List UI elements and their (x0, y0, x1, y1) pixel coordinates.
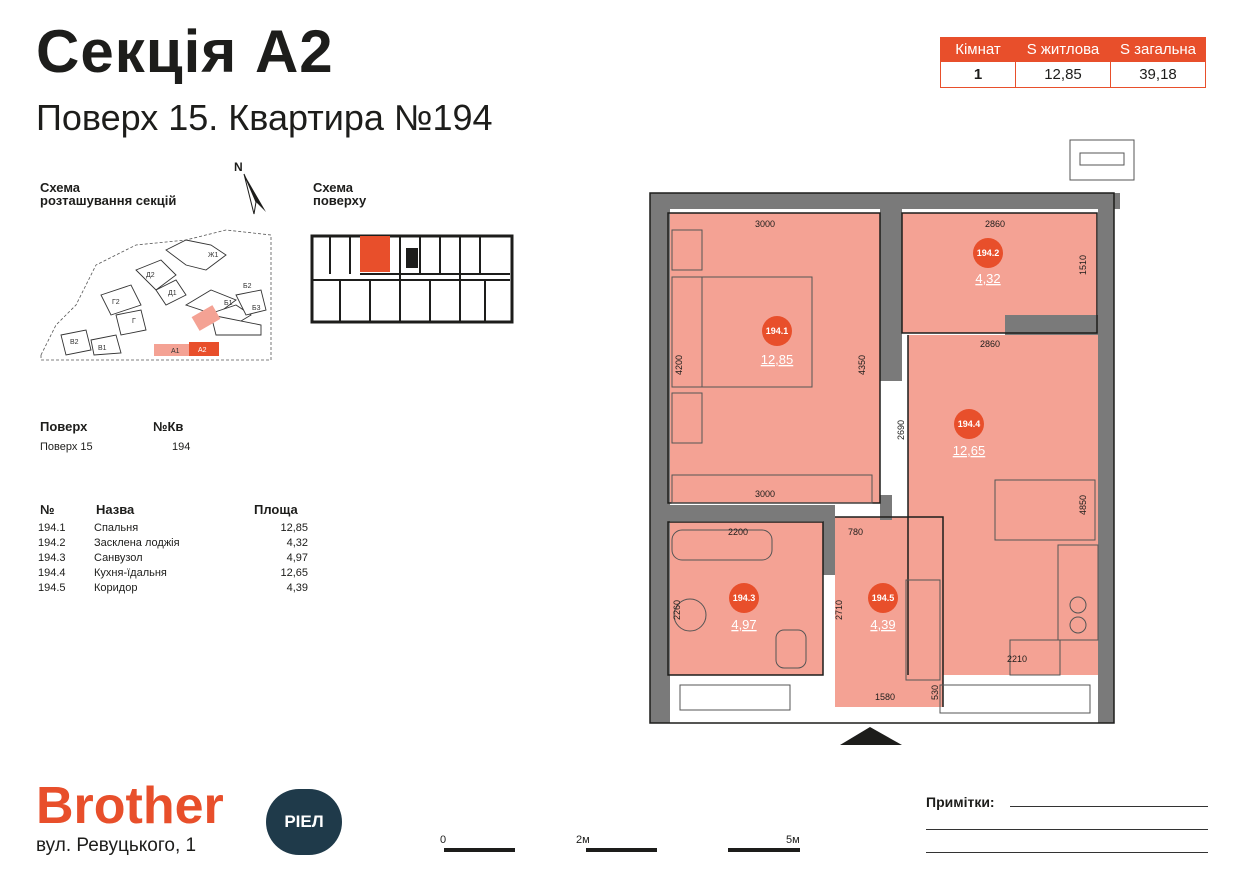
section-label-zh1: Ж1 (208, 252, 218, 259)
dim-2710: 2710 (834, 600, 844, 620)
badge-194-2: 194.2 (977, 248, 1000, 258)
rooms-header-num: № (40, 502, 55, 517)
section-label-g2: Г2 (112, 299, 120, 306)
dim-1510: 1510 (1078, 255, 1088, 275)
scale-bar (444, 848, 800, 852)
room-name: Спальня (94, 522, 139, 534)
floor-scheme (310, 234, 514, 324)
section-label-b1: Б1 (224, 300, 233, 307)
badge-194-3: 194.3 (733, 593, 756, 603)
summary-living-value: 12,85 (1015, 61, 1111, 88)
table-row: 194.3 Санвузол 4,97 (38, 552, 308, 567)
rooms-header-name: Назва (96, 502, 135, 517)
summary-rooms-value: 1 (940, 61, 1016, 88)
summary-table: Кімнат S житлова S загальна 1 12,85 39,1… (940, 37, 1206, 88)
dim-2860-top: 2860 (985, 219, 1005, 229)
room-name: Коридор (94, 582, 138, 594)
section-label-a1: А1 (171, 348, 180, 355)
room-area: 4,97 (286, 552, 308, 564)
scale-label-0: 0 (440, 834, 447, 846)
dim-3000-bottom: 3000 (755, 489, 775, 499)
section-label-b2: Б2 (243, 283, 252, 290)
table-row: 194.1 Спальня 12,85 (38, 522, 308, 537)
dim-4200: 4200 (674, 355, 684, 375)
badge-194-5: 194.5 (872, 593, 895, 603)
floor-apartment-subtitle: Поверх 15. Квартира №194 (36, 97, 493, 138)
notes-label: Примітки: (926, 794, 995, 810)
section-label-d1: Д1 (168, 290, 177, 297)
floor-value: Поверх 15 (40, 441, 93, 453)
brand-badge: РІЕЛ (266, 789, 342, 855)
table-row: 194.4 Кухня-їдальня 12,65 (38, 567, 308, 582)
section-label-a2: А2 (198, 347, 207, 354)
area-194-1: 12,85 (761, 352, 794, 367)
section-title: Секція А2 (36, 18, 334, 85)
room-area: 12,85 (280, 522, 308, 534)
notes-line (1010, 806, 1208, 807)
dim-2690: 2690 (896, 420, 906, 440)
north-arrow-icon (243, 173, 266, 215)
dim-4850: 4850 (1078, 495, 1088, 515)
area-194-2: 4,32 (975, 271, 1000, 286)
room-area: 12,65 (280, 567, 308, 579)
summary-total-value: 39,18 (1110, 61, 1206, 88)
sections-scheme: Ж1 Д2 Д1 Г2 Г Б2 Б1 Б3 В2 В1 А1 А2 (40, 229, 272, 361)
summary-header-living: S житлова (1015, 37, 1111, 62)
room-num: 194.4 (38, 567, 66, 579)
address: вул. Ревуцького, 1 (36, 835, 197, 856)
apartment-floor-plan: 3000 2860 1510 4200 4350 2860 2690 3000 … (649, 139, 1135, 745)
dim-2860-mid: 2860 (980, 339, 1000, 349)
notes-line (926, 829, 1208, 830)
dim-530: 530 (930, 685, 940, 700)
room-name: Санвузол (94, 552, 143, 564)
apt-value: 194 (172, 441, 191, 453)
table-row: 194.5 Коридор 4,39 (38, 582, 308, 597)
area-194-5: 4,39 (870, 617, 895, 632)
floor-scheme-title: Схема поверху (313, 180, 367, 208)
room-area: 4,32 (286, 537, 308, 549)
dim-780: 780 (848, 527, 863, 537)
area-194-4: 12,65 (953, 443, 986, 458)
dim-2210: 2210 (1007, 654, 1027, 664)
dim-3000-top: 3000 (755, 219, 775, 229)
notes-line (926, 852, 1208, 853)
room-num: 194.5 (38, 582, 66, 594)
room-area: 4,39 (286, 582, 308, 594)
room-num: 194.2 (38, 537, 66, 549)
room-num: 194.3 (38, 552, 66, 564)
section-label-v2: В2 (70, 339, 79, 346)
summary-header-rooms: Кімнат (940, 37, 1016, 62)
dim-2260: 2260 (672, 600, 682, 620)
brand-logo: Brother (36, 777, 224, 835)
area-194-3: 4,97 (731, 617, 756, 632)
room-name: Засклена лоджія (94, 537, 180, 549)
floor-header: Поверх (40, 419, 88, 434)
summary-header-total: S загальна (1110, 37, 1206, 62)
dim-2200: 2200 (728, 527, 748, 537)
section-label-g: Г (132, 318, 136, 325)
section-label-d2: Д2 (146, 272, 155, 279)
table-row: 194.2 Засклена лоджія 4,32 (38, 537, 308, 552)
dim-1580: 1580 (875, 692, 895, 702)
badge-194-1: 194.1 (766, 326, 789, 336)
apt-header: №Кв (153, 419, 184, 434)
room-num: 194.1 (38, 522, 66, 534)
section-label-b3: Б3 (252, 305, 261, 312)
north-label: N (234, 160, 243, 174)
badge-194-4: 194.4 (958, 419, 981, 429)
rooms-header-area: Площа (254, 502, 298, 517)
section-label-v1: В1 (98, 345, 107, 352)
room-name: Кухня-їдальня (94, 567, 167, 579)
dim-4350: 4350 (857, 355, 867, 375)
rooms-table: 194.1 Спальня 12,85 194.2 Засклена лоджія 4,… (38, 522, 308, 597)
scale-label-2m: 2м (576, 834, 590, 846)
sections-scheme-title: Схема розташування секцій (40, 180, 177, 208)
scale-label-5m: 5м (786, 834, 800, 846)
